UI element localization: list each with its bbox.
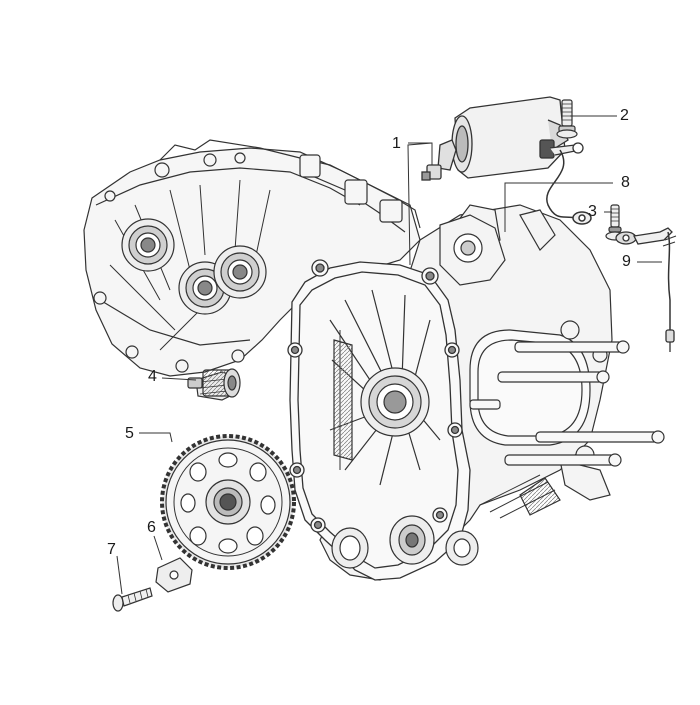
bearing-right (213, 245, 267, 299)
callout-7: 7 (107, 541, 116, 558)
callout-8: 8 (621, 174, 630, 191)
screw-part-7 (112, 587, 153, 612)
cable-part-9 (615, 227, 677, 352)
callout-5: 5 (125, 425, 134, 442)
callout-3: 3 (588, 203, 597, 220)
leader-lines (116, 115, 662, 595)
callout-1: 1 (392, 135, 401, 152)
callout-9: 9 (622, 253, 631, 270)
screw-part-2 (556, 99, 578, 139)
cable-part-8 (546, 149, 592, 225)
bearing-left (121, 218, 175, 272)
pinion-part-4 (187, 368, 241, 401)
callout-6: 6 (147, 519, 156, 536)
starter-mount (439, 214, 506, 286)
callout-2: 2 (620, 107, 629, 124)
gear-part-5 (160, 434, 296, 570)
starter-motor (421, 96, 584, 181)
crank-bearing-boss (329, 289, 441, 486)
lower-bosses (331, 515, 479, 569)
cylinder-studs (469, 340, 665, 467)
callout-4: 4 (148, 368, 157, 385)
plate-part-6 (155, 557, 193, 593)
